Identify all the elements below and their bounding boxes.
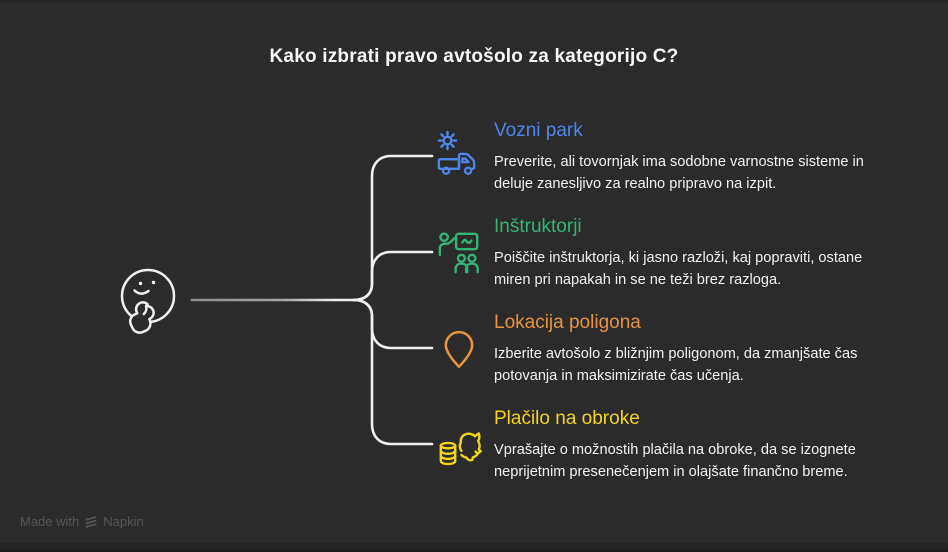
connector-branch-4	[352, 298, 434, 446]
piggy-bank-coins-icon	[436, 425, 484, 471]
face-thumb-line	[142, 305, 148, 316]
connector-branch-3	[352, 298, 434, 350]
connector-lines	[190, 154, 434, 446]
face-hand	[128, 301, 155, 334]
item-lokacija-poligona: Lokacija poligona Izberite avtošolo z bl…	[436, 310, 906, 387]
connector-branch-2	[352, 250, 434, 302]
napkin-logo-icon	[85, 515, 97, 528]
bottom-edge-strip	[0, 543, 948, 552]
thinking-face-icon	[118, 266, 182, 334]
instructor-teaching-icon	[436, 229, 482, 277]
item-body: Poiščite inštruktorja, ki jasno razloži,…	[494, 250, 863, 288]
connector-branch-1	[352, 154, 434, 302]
item-heading: Lokacija poligona	[494, 312, 641, 333]
item-heading: Plačilo na obroke	[494, 408, 640, 429]
item-body: Izberite avtošolo z bližnjim poligonom, …	[494, 346, 858, 384]
item-body: Preverite, ali tovornjak ima sodobne var…	[494, 154, 864, 192]
napkin-watermark: Made with Napkin	[20, 514, 144, 529]
diagram-title: Kako izbrati pravo avtošolo za kategorij…	[269, 46, 679, 67]
item-heading: Vozni park	[494, 120, 583, 141]
top-edge-strip	[0, 0, 948, 3]
watermark-text: Made with	[20, 514, 80, 529]
item-vozni-park: Vozni park Preverite, ali tovornjak ima …	[436, 118, 906, 195]
item-placilo-na-obroke: Plačilo na obroke Vprašajte o možnostih …	[436, 406, 906, 483]
item-body: Vprašajte o možnostih plačila na obroke,…	[494, 442, 856, 480]
location-pin-icon	[442, 326, 476, 374]
face-eye-right	[151, 280, 156, 285]
face-eye-left	[138, 281, 143, 286]
truck-gear-icon	[436, 129, 482, 177]
item-instruktorji: Inštruktorji Poiščite inštruktorja, ki j…	[436, 214, 906, 291]
face-mouth	[133, 289, 150, 295]
watermark-brand: Napkin	[103, 514, 144, 529]
item-heading: Inštruktorji	[494, 216, 582, 237]
